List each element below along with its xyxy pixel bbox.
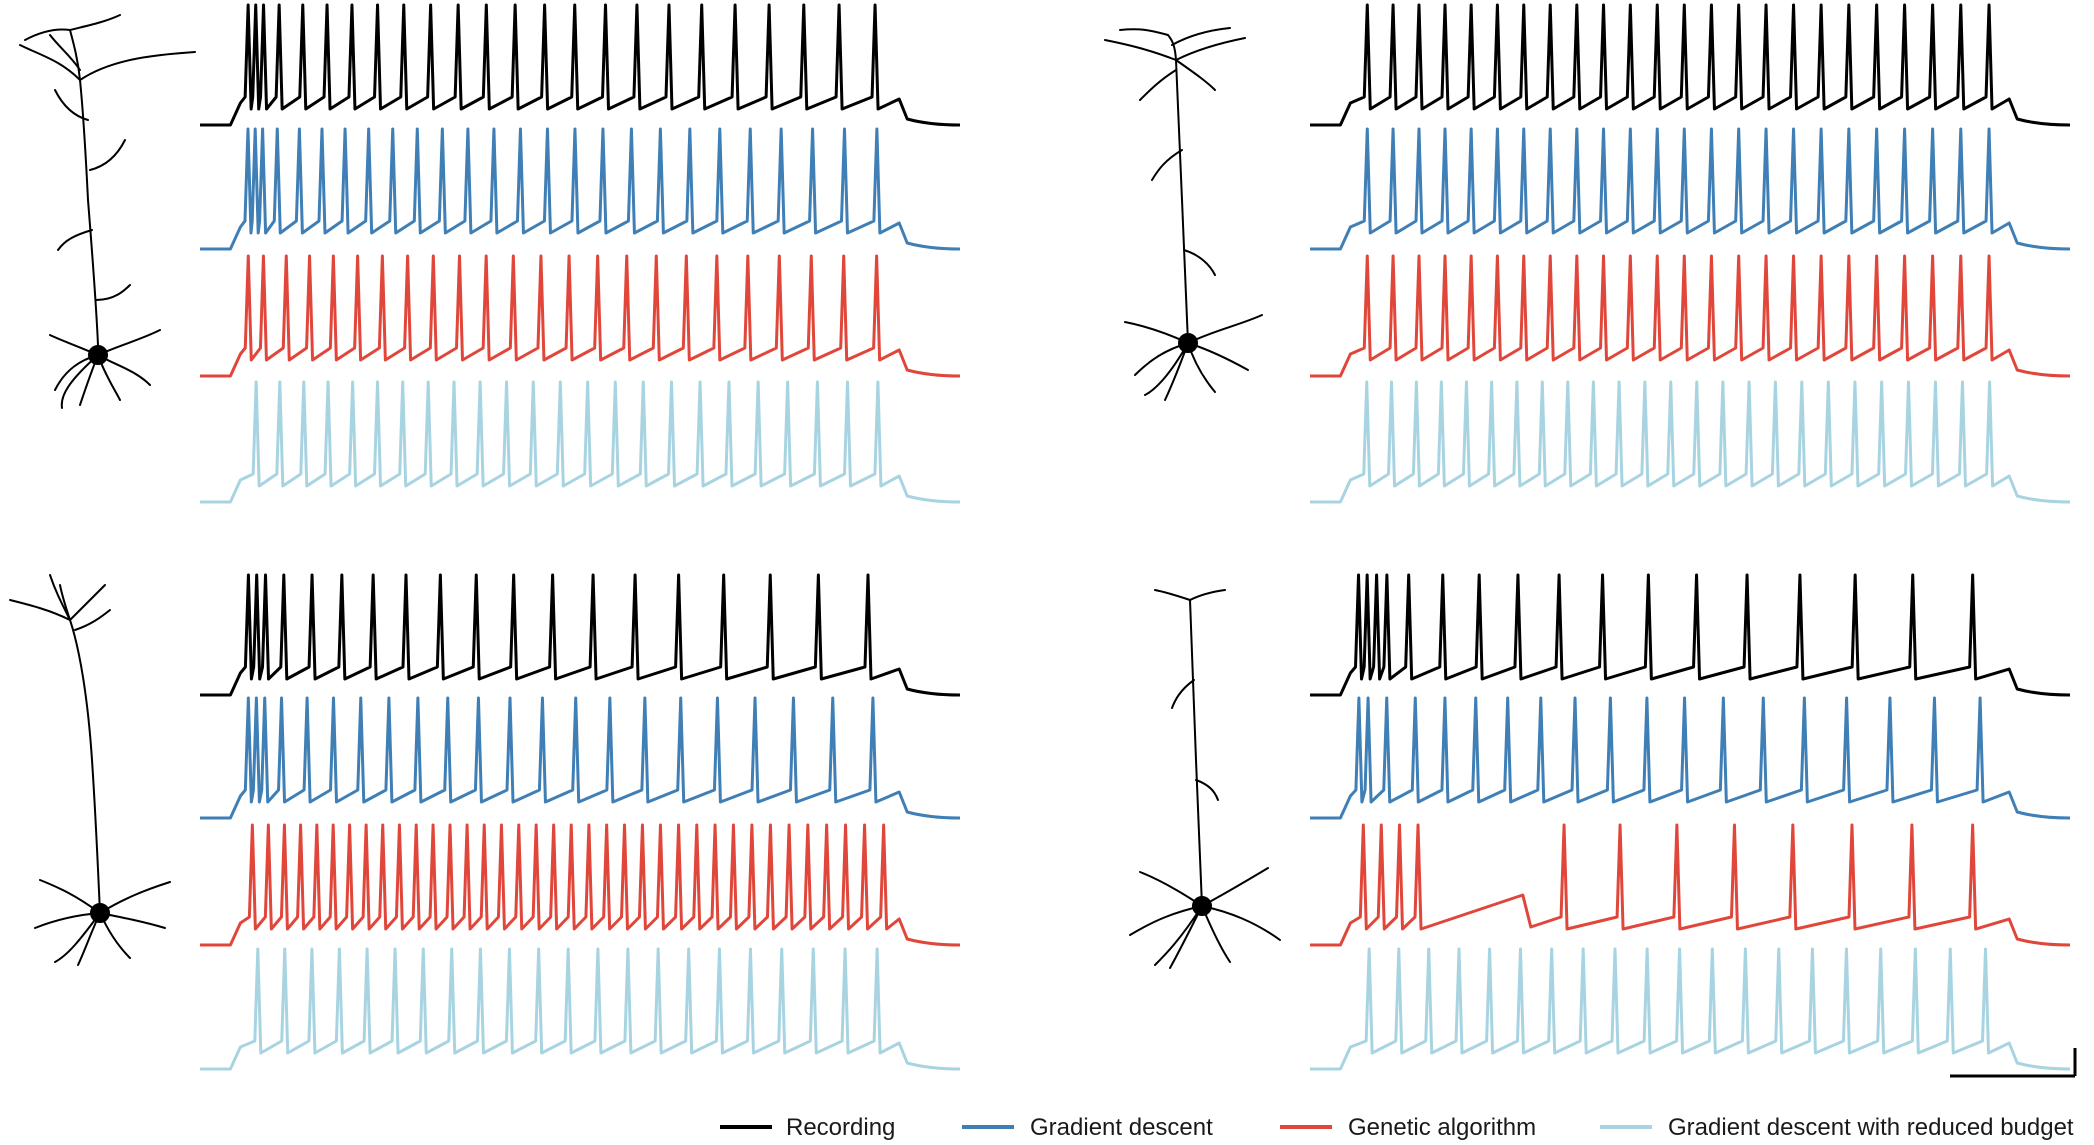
- neuron-morphology-top-right: [1104, 27, 1263, 401]
- trace-bottom-left-ga: [200, 823, 961, 947]
- trace-bottom-left-gd: [200, 696, 961, 820]
- legend-item-gd: Gradient descent: [962, 1114, 1213, 1141]
- trace-bottom-right-gdr: [1310, 947, 2071, 1071]
- legend-label-gradient-descent: Gradient descent: [1030, 1114, 1213, 1141]
- trace-bottom-left-gdr: [200, 947, 961, 1071]
- panel-top-left: [200, 3, 961, 504]
- scale-bar: [1950, 1048, 2077, 1078]
- trace-bottom-right-recording: [1310, 573, 2071, 697]
- neuron-morphology-bottom-left: [9, 574, 171, 966]
- trace-bottom-right-gd: [1310, 696, 2071, 820]
- legend-item-ga: Genetic algorithm: [1280, 1114, 1536, 1141]
- trace-top-right-ga: [1310, 254, 2071, 378]
- trace-top-left-gdr: [200, 380, 961, 504]
- legend: Recording Gradient descent Genetic algor…: [720, 1114, 2074, 1141]
- legend-item-gdr: Gradient descent with reduced budget: [1600, 1114, 2074, 1141]
- legend-item-recording: Recording: [720, 1114, 895, 1141]
- legend-label-recording: Recording: [786, 1114, 895, 1141]
- trace-top-right-gdr: [1310, 380, 2071, 504]
- trace-root: [200, 3, 2071, 1071]
- neuron-morphology-top-left: [19, 14, 196, 409]
- legend-label-genetic-algorithm: Genetic algorithm: [1348, 1114, 1536, 1141]
- legend-label-gradient-descent-reduced: Gradient descent with reduced budget: [1668, 1114, 2074, 1141]
- trace-top-right-gd: [1310, 127, 2071, 251]
- trace-top-right-recording: [1310, 3, 2071, 127]
- trace-top-left-ga: [200, 254, 961, 378]
- trace-bottom-right-ga: [1310, 823, 2071, 947]
- panel-bottom-right: [1310, 573, 2071, 1071]
- neuron-morphology-bottom-right: [1129, 589, 1281, 969]
- trace-top-left-recording: [200, 3, 961, 127]
- panel-bottom-left: [200, 573, 961, 1071]
- panel-top-right: [1310, 3, 2071, 504]
- trace-bottom-left-recording: [200, 573, 961, 697]
- trace-top-left-gd: [200, 127, 961, 251]
